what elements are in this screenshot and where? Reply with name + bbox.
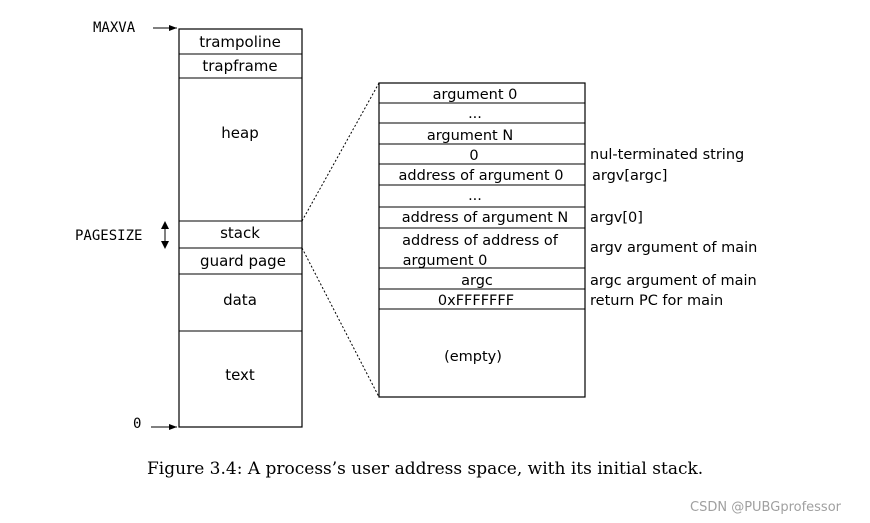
pagesize-double-arrow [161, 221, 169, 249]
note-argc-main: argc argument of main [590, 273, 757, 289]
cell-zero: 0 [469, 148, 478, 164]
cell-ellipsis-2: ... [468, 188, 482, 204]
segment-data: data [223, 291, 257, 309]
cell-address-of-argument-n: address of argument N [402, 210, 569, 226]
address-labels: MAXVA PAGESIZE 0 [75, 20, 177, 432]
address-space-column: trampoline trapframe heap stack guard pa… [178, 28, 303, 428]
segment-text: text [225, 366, 255, 384]
note-return-pc: return PC for main [590, 293, 723, 309]
segment-stack: stack [220, 224, 260, 242]
segment-trampoline: trampoline [199, 33, 281, 51]
label-maxva: MAXVA [93, 20, 136, 36]
zoom-line-bottom [301, 247, 380, 398]
cell-argument-0: argument 0 [433, 87, 518, 103]
segment-guard-page: guard page [200, 252, 286, 270]
cell-address-of-address-line2: argument 0 [403, 253, 488, 269]
address-space-outline [178, 28, 303, 428]
label-zero: 0 [133, 416, 141, 432]
cell-argc: argc [461, 273, 493, 289]
cell-address-of-address-line1: address of address of [402, 233, 559, 249]
cell-return-pc: 0xFFFFFFF [438, 293, 514, 309]
stack-detail: argument 0 ... argument N 0 address of a… [378, 82, 586, 398]
cell-argument-n: argument N [427, 128, 513, 144]
note-argv-argc: argv[argc] [592, 168, 667, 184]
figure-caption: Figure 3.4: A process’s user address spa… [147, 459, 703, 479]
cell-empty: (empty) [444, 349, 502, 365]
segment-trapframe: trapframe [202, 57, 277, 75]
segment-heap: heap [221, 124, 258, 142]
stack-notes: nul-terminated string argv[argc] argv[0]… [590, 147, 757, 309]
zoom-line-top [301, 82, 380, 222]
stack-detail-outline [378, 82, 586, 398]
cell-ellipsis-1: ... [468, 106, 482, 122]
cell-address-of-argument-0: address of argument 0 [399, 168, 564, 184]
note-nul-terminated: nul-terminated string [590, 147, 744, 163]
note-argv-0: argv[0] [590, 210, 643, 226]
label-pagesize: PAGESIZE [75, 228, 142, 244]
note-argv-main: argv argument of main [590, 240, 757, 256]
watermark: CSDN @PUBGprofessor [690, 500, 842, 515]
